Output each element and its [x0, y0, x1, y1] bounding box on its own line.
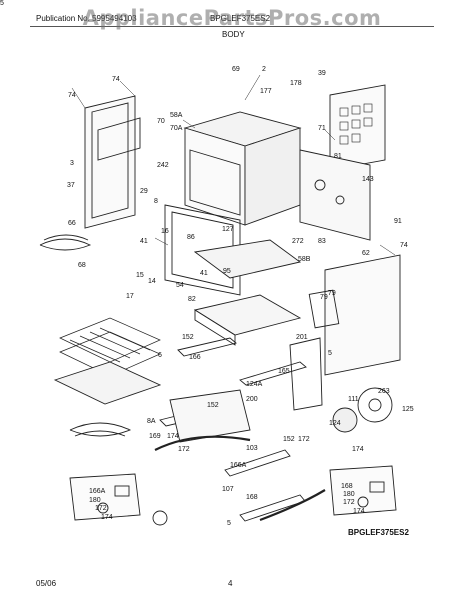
part-callout: 58B — [298, 256, 311, 263]
back-panel — [329, 84, 386, 171]
part-callout: 83 — [318, 238, 326, 245]
broil-element-bracket — [193, 239, 302, 279]
part-callout: 172 — [343, 499, 355, 506]
part-callout: 41 — [140, 238, 148, 245]
part-callout: 17 — [126, 293, 134, 300]
oven-door-panel — [84, 95, 141, 229]
part-callout: 68 — [78, 262, 86, 269]
part-callout: 3 — [70, 160, 74, 167]
part-callout: 152 — [207, 402, 219, 409]
rear-control-wall — [299, 149, 371, 241]
convection-fan-assembly — [332, 387, 393, 433]
part-callout: 174 — [167, 433, 179, 440]
part-callout: 8 — [154, 198, 158, 205]
part-callout: 169 — [149, 433, 161, 440]
part-callout: 5 — [328, 350, 332, 357]
publication-number: Publication No. 5995494103 — [36, 14, 137, 23]
part-callout: 6 — [158, 352, 162, 359]
diagram-model-code: BPGLEF375ES2 — [348, 528, 409, 537]
assembly-arrows — [154, 435, 326, 522]
part-callout: 174 — [101, 514, 113, 521]
part-callout: 8A — [147, 418, 156, 425]
oven-body-cavity — [183, 111, 302, 226]
section-title: BODY — [222, 30, 245, 39]
side-panel — [308, 254, 401, 376]
footer-date: 05/06 — [36, 579, 57, 588]
part-callout: 263 — [378, 388, 390, 395]
part-callout: 174 — [353, 508, 365, 515]
control-detail-insets — [69, 465, 397, 521]
watermark: AppliancePartsPros.com — [82, 6, 382, 30]
part-callout: 168 — [246, 494, 258, 501]
part-callout: 166 — [189, 354, 201, 361]
part-callout: 37 — [67, 182, 75, 189]
part-callout: 86 — [187, 234, 195, 241]
part-callout: 2 — [262, 66, 266, 73]
part-callout: 70A — [170, 125, 183, 132]
part-callout: 124 — [329, 420, 341, 427]
part-callout: 178 — [290, 80, 302, 87]
part-callout: 79 — [328, 290, 336, 297]
warmer-drawer — [169, 389, 251, 443]
part-callout: 82 — [188, 296, 196, 303]
part-callout: 14 — [148, 278, 156, 285]
part-callout: 152 — [283, 436, 295, 443]
part-callout: 70 — [157, 118, 165, 125]
part-callout: 91 — [394, 218, 402, 225]
part-callout: 168 — [341, 483, 353, 490]
part-callout: 166A — [230, 462, 247, 469]
broil-pan — [53, 361, 162, 405]
part-callout: 66 — [68, 220, 76, 227]
part-callout: 71 — [318, 125, 326, 132]
header-rule — [30, 26, 434, 27]
part-callout: 166A — [89, 488, 106, 495]
part-callout: 5 — [227, 520, 231, 527]
part-callout: 125 — [402, 406, 414, 413]
part-callout: 54 — [176, 282, 184, 289]
part-callout: 58A — [170, 112, 183, 119]
model-number: BPGLEF375ES2 — [210, 14, 271, 23]
part-callout: 95 — [223, 268, 231, 275]
part-callout: 16 — [161, 228, 169, 235]
part-callout: 172 — [95, 505, 107, 512]
part-callout: 172 — [298, 436, 310, 443]
part-callout: 107 — [222, 486, 234, 493]
part-callout: 127 — [222, 226, 234, 233]
footer-page-number: 4 — [228, 579, 233, 588]
part-callout: 15 — [136, 272, 144, 279]
part-callout: 74 — [68, 92, 76, 99]
part-callout: 201 — [296, 334, 308, 341]
part-callout: 152 — [182, 334, 194, 341]
part-callout: 103 — [246, 445, 258, 452]
part-callout: 74 — [400, 242, 408, 249]
part-callout: 69 — [232, 66, 240, 73]
part-callout: 5 — [0, 0, 4, 7]
part-callout: 165 — [278, 368, 290, 375]
part-callout: 81 — [334, 153, 342, 160]
part-callout: 180 — [89, 497, 101, 504]
part-callout: 200 — [246, 396, 258, 403]
bake-element — [39, 234, 92, 251]
part-callout: 29 — [140, 188, 148, 195]
part-callout: 39 — [318, 70, 326, 77]
part-callout: 41 — [200, 270, 208, 277]
part-callout: 172 — [178, 446, 190, 453]
part-callout: 124A — [246, 381, 263, 388]
part-callout: 62 — [362, 250, 370, 257]
part-callout: 79 — [320, 294, 328, 301]
part-callout: 111 — [348, 396, 359, 403]
part-callout: 177 — [260, 88, 272, 95]
front-frame — [164, 204, 241, 296]
part-callout: 174 — [352, 446, 364, 453]
part-callout: 272 — [292, 238, 304, 245]
part-callout: 242 — [157, 162, 169, 169]
leader-lines — [71, 74, 396, 256]
part-callout: 180 — [343, 491, 355, 498]
part-callout: 143 — [362, 176, 374, 183]
bottom-drawer-support — [193, 294, 302, 346]
part-callout: 74 — [112, 76, 120, 83]
broil-element — [69, 422, 132, 437]
